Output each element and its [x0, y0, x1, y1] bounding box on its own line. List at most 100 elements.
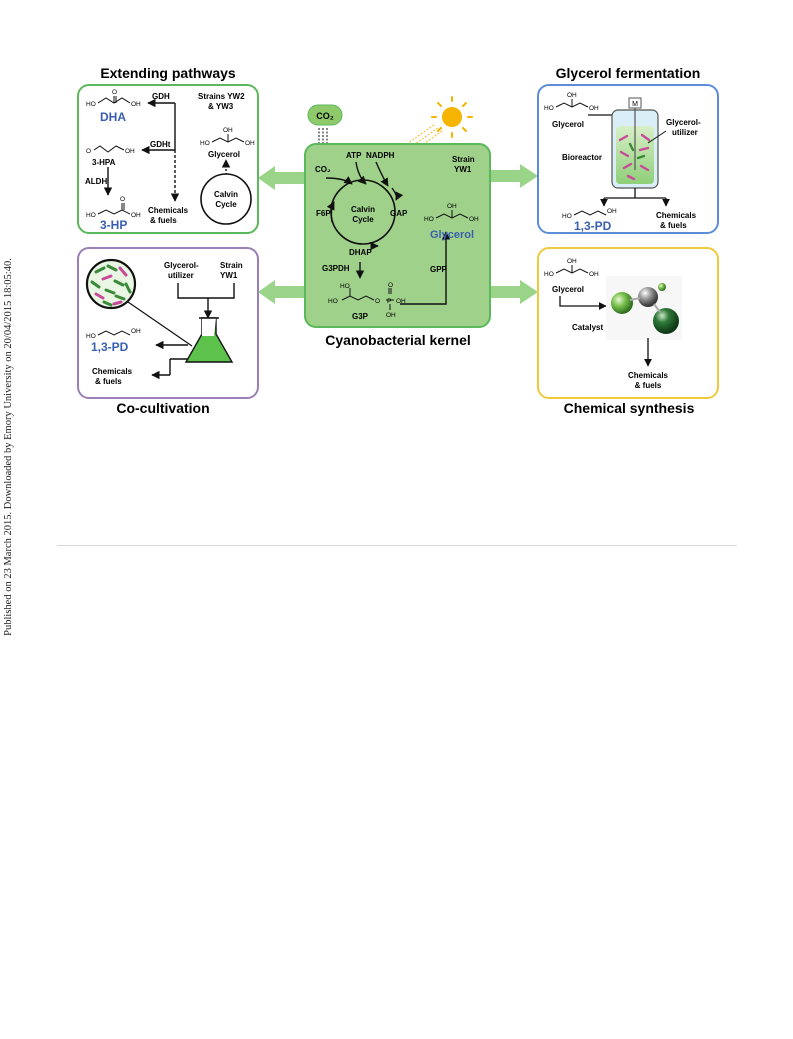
aldh-label: ALDH — [85, 177, 107, 186]
connector-arrows — [258, 164, 538, 304]
arrow-to-synthesis — [490, 280, 538, 304]
kernel-strain-1: Strain — [452, 155, 475, 164]
hpa-molecule — [93, 145, 125, 153]
sg-ho: HO — [544, 271, 554, 278]
kernel-glycerol-label: Glycerol — [430, 229, 474, 241]
g3p-ho2: HO — [328, 298, 338, 305]
kernel-cycle-arrows — [325, 161, 451, 305]
motor-label: M — [632, 101, 638, 108]
panel-glycerol-fermentation: Glycerol fermentation HO OH OH Glycerol … — [537, 65, 719, 234]
synthesis-title: Chemical synthesis — [564, 400, 695, 416]
ferm-pd-label: 1,3-PD — [574, 219, 612, 233]
extending-arrows — [103, 98, 231, 202]
extending-title: Extending pathways — [100, 65, 236, 81]
kernel-dhap: DHAP — [349, 248, 372, 257]
ext-chemicals-label-2: & fuels — [150, 216, 177, 225]
ferm-chemicals-2: & fuels — [660, 221, 687, 230]
dha-oh: OH — [131, 101, 141, 108]
hpa-label: 3-HPA — [92, 158, 116, 167]
g3p-p: P — [387, 298, 391, 305]
g3p-oh: OH — [396, 298, 406, 305]
flask-neck — [202, 318, 216, 336]
arrow-to-extending — [258, 166, 305, 190]
coc-pd-label: 1,3-PD — [91, 340, 129, 354]
ext-gly-oh2: OH — [245, 140, 255, 147]
g3p-molecule — [341, 288, 394, 310]
kernel-g3p: G3P — [352, 312, 369, 321]
g3p-ho1: HO — [340, 283, 350, 290]
coc-strain-2: YW1 — [220, 271, 238, 280]
ext-glycerol-molecule — [211, 134, 245, 143]
arrow-to-fermentation — [490, 164, 538, 188]
ferm-utilizer-1: Glycerol- — [666, 118, 701, 127]
ferm-glycerol-molecule — [555, 99, 589, 108]
coc-pd-molecule — [97, 330, 131, 336]
ext-glycerol-label: Glycerol — [208, 150, 240, 159]
ferm-glycerol-label: Glycerol — [552, 120, 584, 129]
ext-calvin-label-2: Cycle — [215, 200, 237, 209]
g3p-oh2: OH — [386, 312, 396, 319]
kernel-title: Cyanobacterial kernel — [325, 332, 471, 348]
coc-pd-ho: HO — [86, 333, 96, 340]
kg-ho: HO — [424, 216, 434, 223]
strains-label-2: & YW3 — [208, 102, 234, 111]
dha-label: DHA — [100, 110, 126, 124]
dha-ho: HO — [86, 101, 96, 108]
coc-chemicals-2: & fuels — [95, 377, 122, 386]
hpa-oh: OH — [125, 148, 135, 155]
hp-oh: OH — [131, 212, 141, 219]
kg-oh2: OH — [469, 216, 479, 223]
ferm-cells — [618, 133, 651, 181]
kernel-nadph: NADPH — [366, 151, 395, 160]
kernel-calvin-1: Calvin — [351, 205, 375, 214]
ferm-output-arrows — [600, 188, 670, 207]
coc-utilizer-1: Glycerol- — [164, 261, 199, 270]
magnifier-pointer — [127, 301, 193, 347]
cocultivation-title: Co-cultivation — [116, 400, 209, 416]
gdht-label: GDHt — [150, 140, 171, 149]
syn-feed-arrow — [559, 296, 607, 310]
ext-chemicals-label-1: Chemicals — [148, 206, 189, 215]
panel-kernel: CO₂ CO₂ ATP NADPH Strain YW1 — [304, 96, 491, 348]
cells-cluster — [90, 264, 132, 307]
dha-o: O — [112, 89, 117, 96]
bioreactor-label: Bioreactor — [562, 153, 602, 162]
arrow-to-cocultivation — [258, 280, 305, 304]
ferm-pd-molecule — [573, 210, 607, 216]
fermentation-title: Glycerol fermentation — [556, 65, 701, 81]
co2-bubble-label: CO₂ — [316, 111, 334, 121]
gdh-label: GDH — [152, 92, 170, 101]
dha-molecule — [97, 96, 131, 104]
hp-label: 3-HP — [100, 218, 127, 232]
co2-bubble — [307, 104, 343, 126]
kernel-gpp: GPP — [430, 265, 448, 274]
coc-utilizer-2: utilizer — [168, 271, 194, 280]
ext-gly-oh1: OH — [223, 127, 233, 134]
syn-chemicals-1: Chemicals — [628, 371, 669, 380]
g3p-o2: O — [388, 282, 393, 289]
hp-molecule — [97, 203, 131, 215]
ext-calvin-label-1: Calvin — [214, 190, 238, 199]
co2-dashed-arrows — [316, 128, 330, 157]
strains-label-1: Strains YW2 — [198, 92, 245, 101]
utilizer-pointer — [647, 130, 667, 144]
fg-ho: HO — [544, 105, 554, 112]
kernel-co2: CO₂ — [315, 165, 331, 174]
catalyst-label: Catalyst — [572, 323, 603, 332]
hpa-o: O — [86, 148, 91, 155]
hp-o: O — [120, 196, 125, 203]
fpd-oh: OH — [607, 208, 617, 215]
kernel-glycerol-molecule — [435, 210, 469, 219]
coc-pd-oh: OH — [131, 328, 141, 335]
hp-ho: HO — [86, 212, 96, 219]
panel-co-cultivation: Co-cultivation Glycerol- utilizer Strain… — [77, 247, 259, 416]
coc-strain-1: Strain — [220, 261, 243, 270]
ext-calvin-circle — [200, 173, 252, 225]
syn-glycerol-label: Glycerol — [552, 285, 584, 294]
ferm-utilizer-2: utilizer — [672, 128, 698, 137]
panel-chemical-synthesis: Chemical synthesis HO OH OH Glycerol Cat… — [537, 247, 719, 416]
fg-oh1: OH — [567, 92, 577, 99]
ext-gly-ho: HO — [200, 140, 210, 147]
fg-oh2: OH — [589, 105, 599, 112]
